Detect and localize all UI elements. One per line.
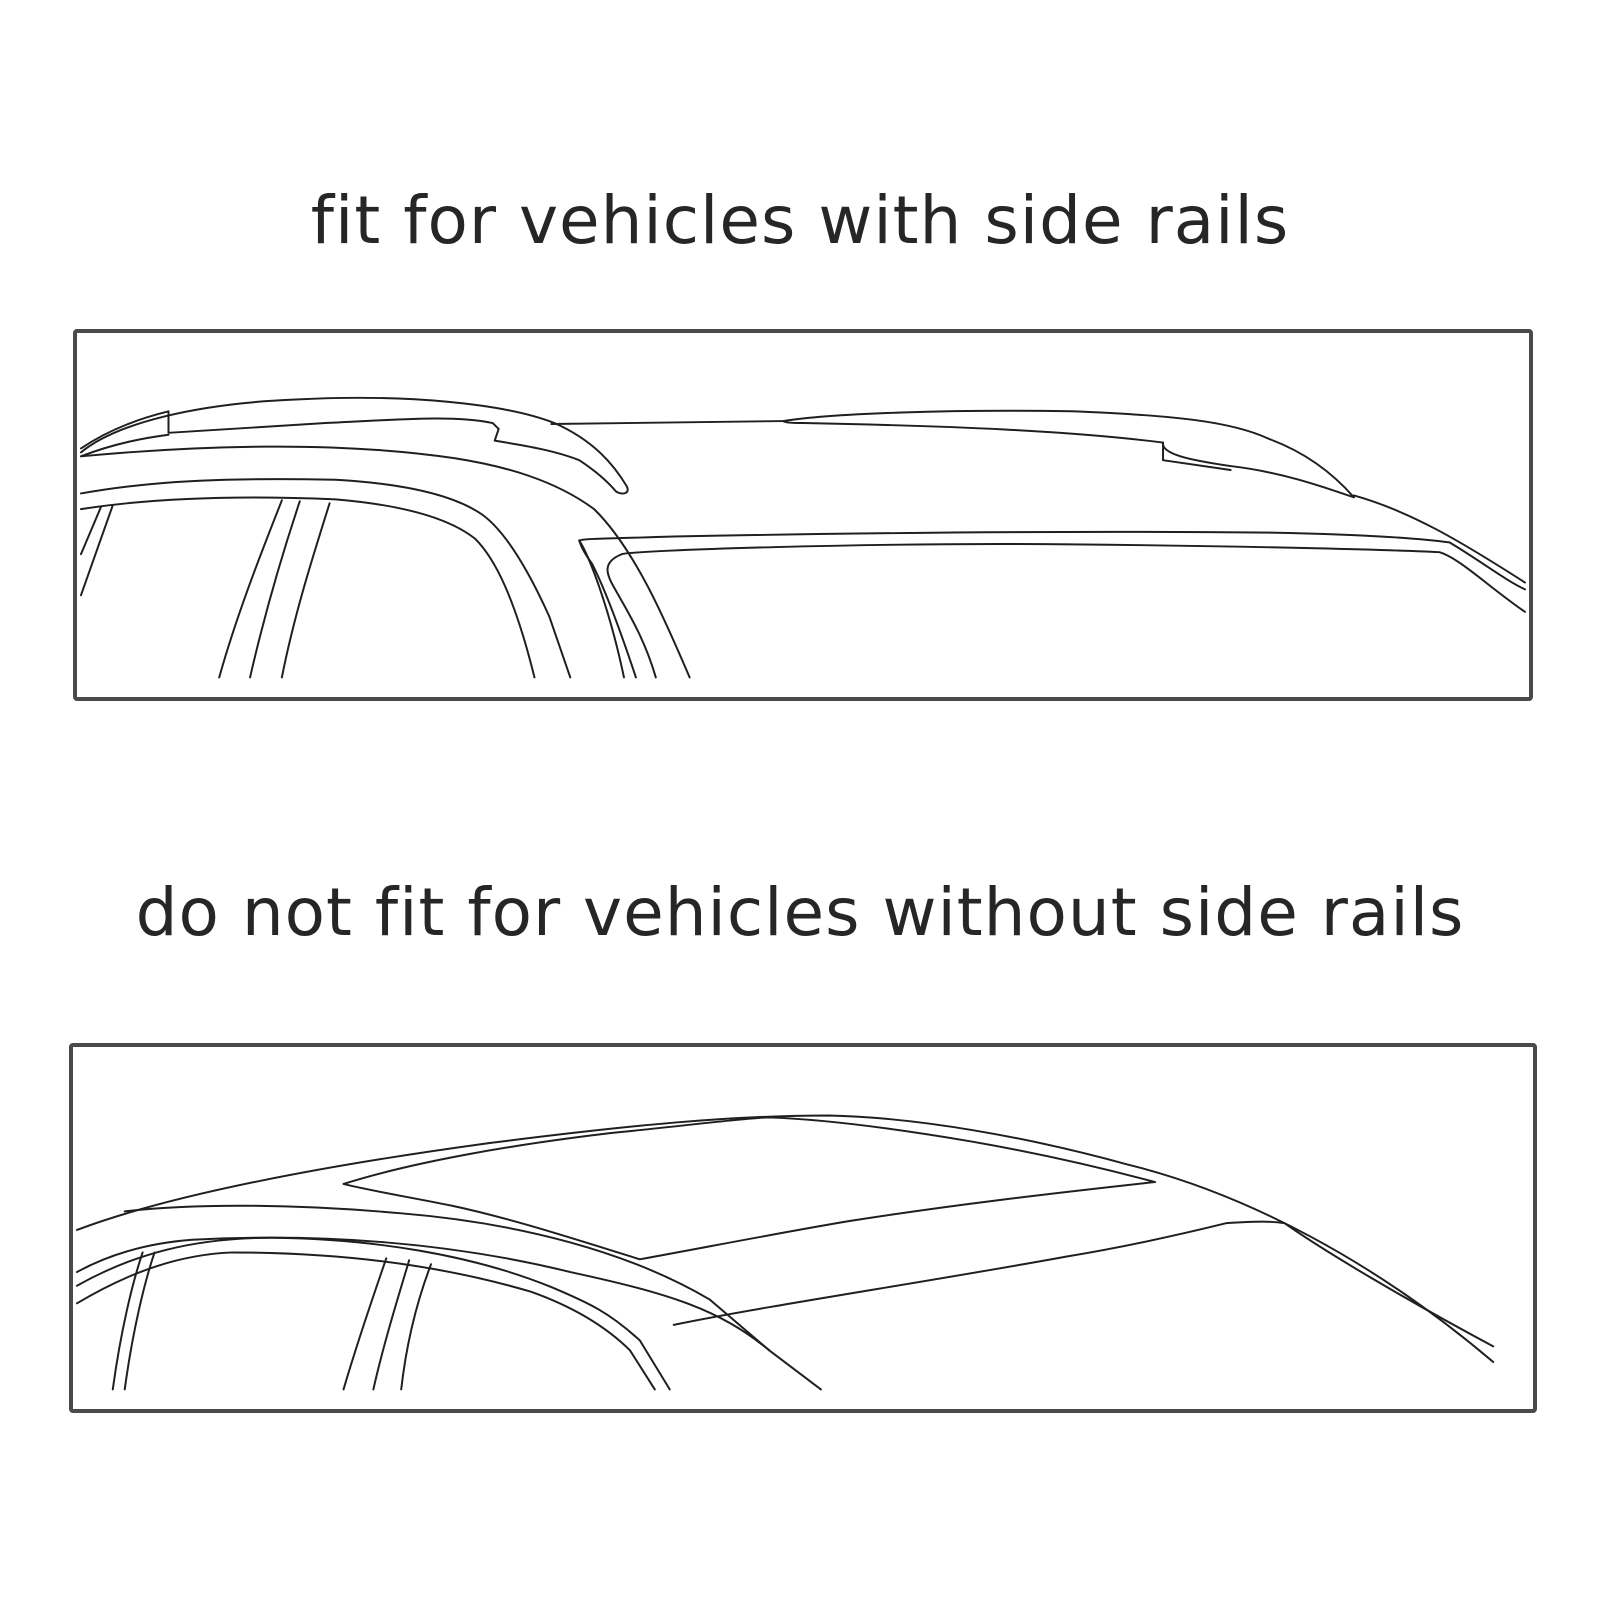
car-roof-with-side-rails-illustration bbox=[79, 396, 1527, 679]
car-roof-without-side-rails-illustration bbox=[75, 1114, 1495, 1391]
panel-car-with-side-rails bbox=[73, 329, 1533, 701]
caption-without-side-rails: do not fit for vehicles without side rai… bbox=[135, 874, 1465, 951]
caption-with-side-rails: fit for vehicles with side rails bbox=[310, 182, 1290, 259]
panel-car-without-side-rails bbox=[69, 1043, 1537, 1413]
